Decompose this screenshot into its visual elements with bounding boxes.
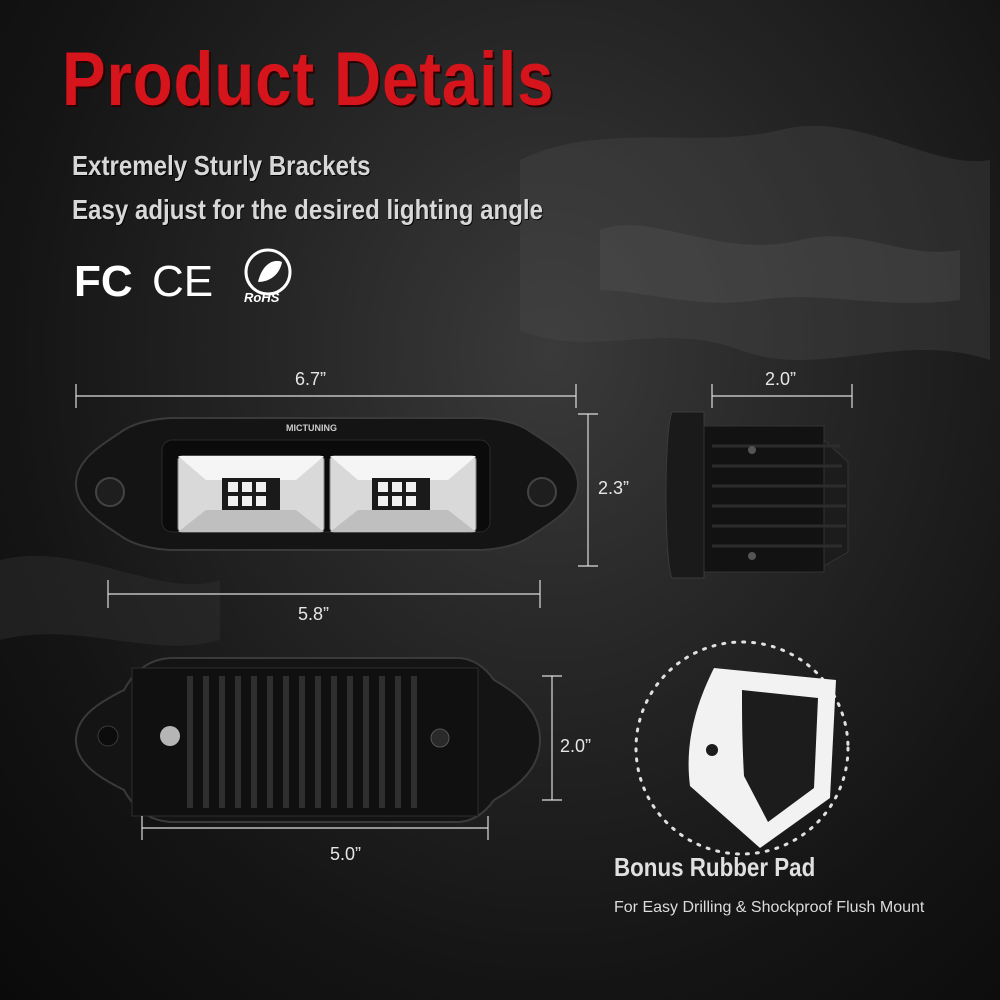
dim-back-height: 2.0”	[560, 736, 592, 756]
dim-back-width: 5.0”	[330, 844, 362, 864]
feature-text-brackets: Extremely Sturly Brackets	[72, 150, 371, 181]
rohs-logo: RoHS	[244, 248, 292, 305]
leaf-icon	[258, 260, 282, 282]
rohs-logo-text: RoHS	[244, 290, 280, 305]
brand-logo-text: MICTUNING	[286, 423, 337, 433]
feature-text-angle: Easy adjust for the desired lighting ang…	[72, 194, 543, 225]
mount-hole-left	[95, 477, 125, 507]
dim-side-depth: 2.0”	[765, 369, 797, 389]
bolt-left	[160, 726, 180, 746]
mount-hole-back-left	[97, 725, 119, 747]
pad-hole	[706, 744, 718, 756]
mount-hole-right	[527, 477, 557, 507]
dimension-lines	[75, 384, 853, 840]
accessory-subtitle: For Easy Drilling & Shockproof Flush Mou…	[614, 899, 925, 916]
page-title: Product Details	[62, 37, 555, 122]
back-view-light	[74, 657, 542, 823]
dim-front-width: 6.7”	[295, 369, 327, 389]
ce-logo-text: CE	[152, 257, 213, 306]
bolt-right	[430, 728, 450, 748]
side-view-light	[665, 411, 849, 579]
dotted-circle	[634, 640, 850, 856]
accessory-title: Bonus Rubber Pad	[614, 852, 816, 882]
dim-front-height: 2.3”	[598, 478, 630, 498]
fcc-logo-text: FC	[74, 257, 133, 306]
rubber-pad-illustration	[634, 640, 850, 856]
fcc-logo: FC	[74, 257, 133, 306]
dim-front-inner-width: 5.8”	[298, 604, 330, 624]
front-view-light: MICTUNING	[74, 417, 580, 551]
ce-logo: CE	[152, 257, 213, 306]
